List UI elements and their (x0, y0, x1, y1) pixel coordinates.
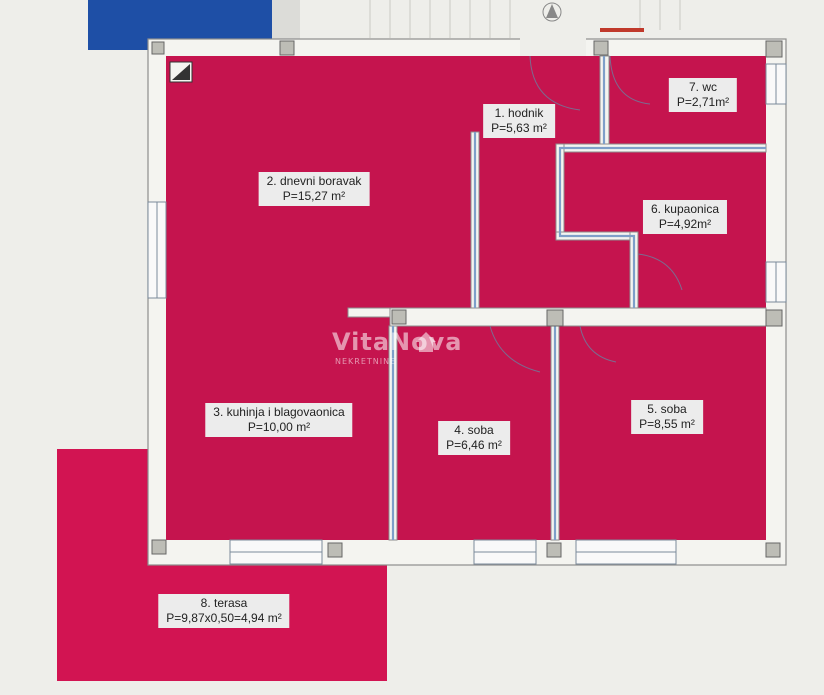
room-label-soba-5: 5. soba P=8,55 m² (631, 400, 703, 434)
room-name: 3. kuhinja i blagovaonica (213, 405, 345, 419)
column (327, 542, 343, 558)
north-arrow-icon (542, 2, 562, 22)
house-icon (416, 332, 436, 352)
room-name: 6. kupaonica (650, 202, 720, 216)
door-swings (489, 55, 683, 373)
room-area: P=10,00 m² (247, 420, 311, 434)
room-name: 5. soba (647, 402, 687, 416)
columns (151, 40, 783, 558)
room-area: P=6,46 m² (446, 438, 502, 452)
column (765, 40, 783, 58)
column (765, 309, 783, 327)
room-area: P=9,87x0,50=4,94 m² (166, 611, 282, 625)
wall-gap-top (520, 36, 586, 56)
room-label-kupaonica: 6. kupaonica P=4,92m² (642, 200, 728, 234)
room-label-kuhinja: 3. kuhinja i blagovaonica P=10,00 m² (205, 403, 353, 437)
wall-horizontal-mid (389, 307, 767, 327)
column (546, 309, 564, 327)
staircase (369, 0, 681, 38)
room-area: P=5,63 m² (491, 121, 547, 135)
room-label-soba-4: 4. soba P=6,46 m² (438, 421, 510, 455)
column (765, 542, 781, 558)
ventilation-shaft-icon (169, 61, 193, 83)
room-name: 7. wc (688, 80, 718, 94)
column (279, 40, 295, 56)
room-area: P=15,27 m² (282, 189, 346, 203)
room-area: P=8,55 m² (639, 417, 695, 431)
column (391, 309, 407, 325)
column (546, 542, 562, 558)
room-label-terasa: 8. terasa P=9,87x0,50=4,94 m² (158, 594, 290, 628)
room-name: 2. dnevni boravak (266, 174, 362, 188)
column (593, 40, 609, 56)
room-fills (166, 56, 766, 540)
room-area: P=4,92m² (658, 217, 712, 231)
gray-margin (272, 0, 300, 40)
room-area: P=2,71m² (676, 95, 730, 109)
wall-horizontal-short (347, 307, 391, 318)
room-label-dnevni-boravak: 2. dnevni boravak P=15,27 m² (258, 172, 370, 206)
room-name: 4. soba (454, 423, 494, 437)
window-glazing (156, 64, 777, 553)
column (151, 41, 165, 55)
room-label-wc: 7. wc P=2,71m² (668, 78, 738, 112)
room-label-hodnik: 1. hodnik P=5,63 m² (483, 104, 555, 138)
watermark-sub: NEKRETNINE (335, 357, 397, 366)
room-name: 1. hodnik (494, 106, 544, 120)
room-name: 8. terasa (200, 596, 248, 610)
column (151, 539, 167, 555)
partition-lines (391, 56, 766, 540)
watermark-brand: VitaNova (332, 328, 463, 356)
red-balcony-rail (600, 28, 644, 32)
